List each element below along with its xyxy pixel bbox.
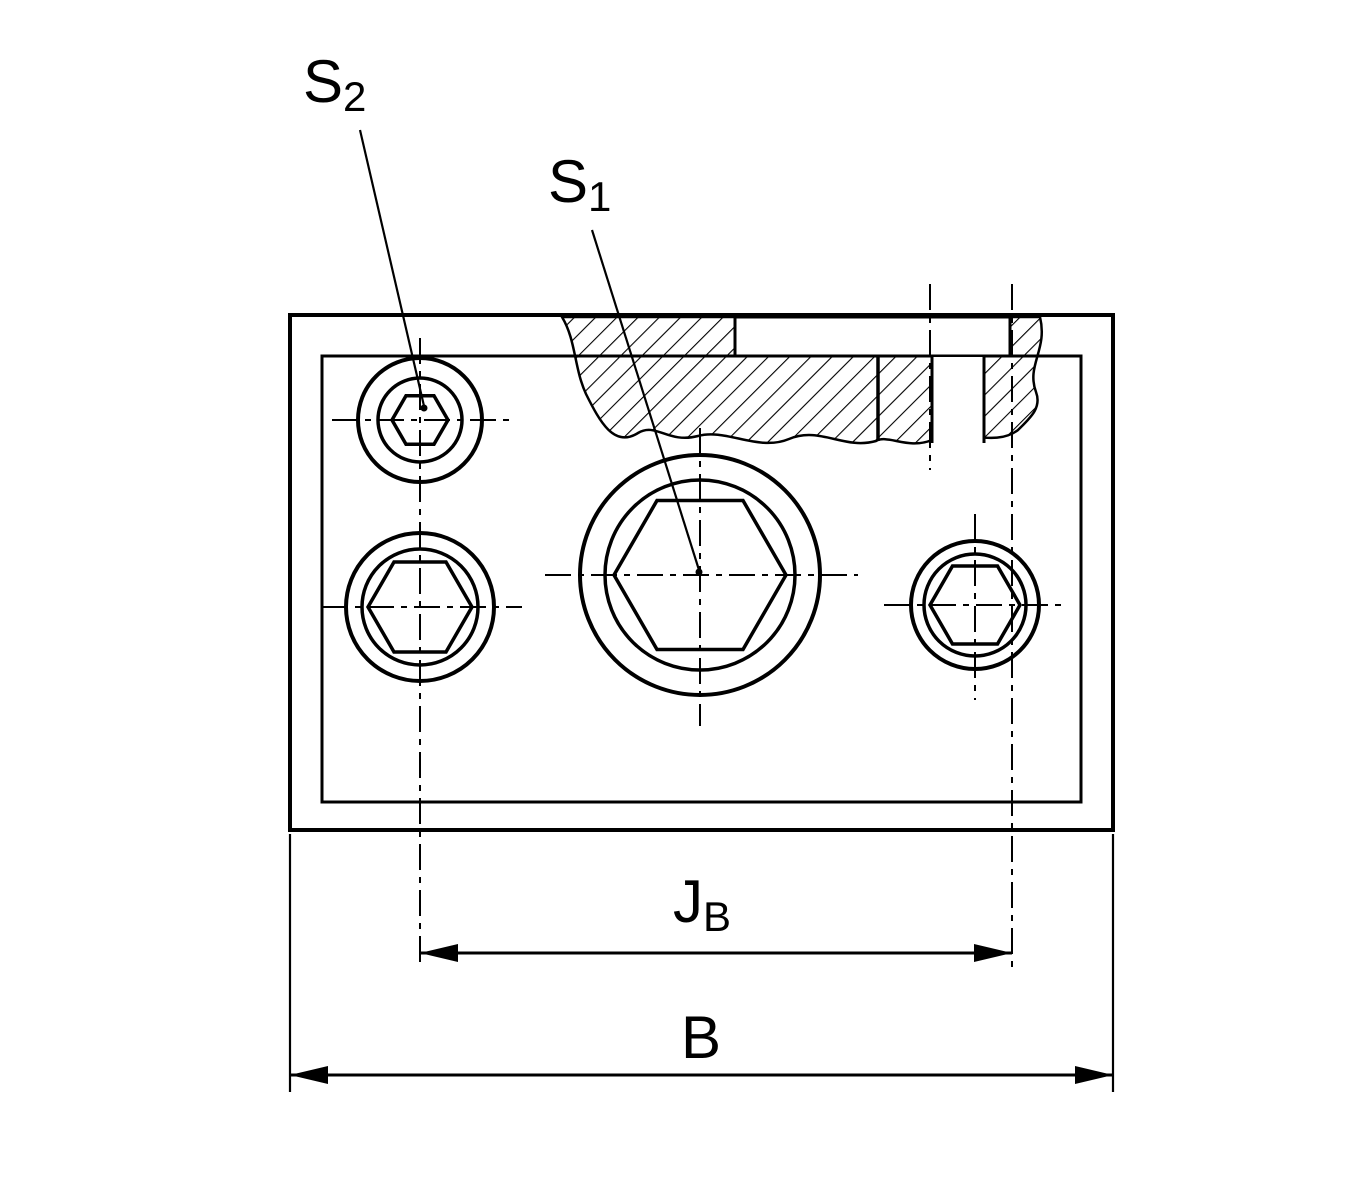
s2-leader-dot <box>420 404 428 412</box>
b-arrow-right <box>1075 1066 1113 1084</box>
centerlines <box>322 284 1068 968</box>
dimension-b <box>288 834 1115 1092</box>
label-b: B <box>681 1008 721 1068</box>
section-step <box>733 315 1012 358</box>
counterbore-pocket <box>932 357 984 443</box>
leader-s1 <box>590 229 703 576</box>
label-jb-sub: B <box>702 893 732 941</box>
b-arrow-left <box>290 1066 328 1084</box>
label-s1: S1 <box>548 152 611 218</box>
s1-leader-line <box>590 229 701 571</box>
jb-arrow-left <box>420 944 458 962</box>
screw-right <box>909 539 1041 671</box>
jb-arrow-right <box>974 944 1012 962</box>
leader-s2 <box>358 129 428 412</box>
label-jb-base: J <box>672 868 703 935</box>
label-b-base: B <box>680 1004 722 1071</box>
label-s2-base: S <box>303 48 344 115</box>
label-s1-base: S <box>548 148 589 215</box>
label-jb: JB <box>673 872 731 938</box>
label-s2: S2 <box>303 52 366 118</box>
label-s1-sub: 1 <box>588 173 612 221</box>
s2-leader-line <box>358 129 426 407</box>
dimension-jb <box>420 944 1012 962</box>
label-s2-sub: 2 <box>343 73 367 121</box>
s1-leader-dot <box>695 568 703 576</box>
